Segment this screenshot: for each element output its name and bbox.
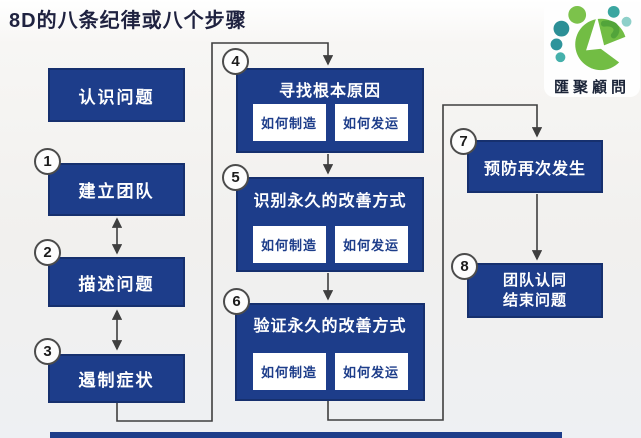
connector-step3-step4 xyxy=(116,42,334,422)
connector-step6-step7 xyxy=(327,104,543,421)
step-label: 描述问题 xyxy=(78,274,155,294)
step-3-box-contain-symptoms: 遏制症状 xyxy=(48,354,185,403)
step-8-box-congratulate-team: 团队认同 结束问题 xyxy=(467,263,603,318)
badge-number: 5 xyxy=(231,169,240,186)
step-5-box-identify-permanent-fix: 识别永久的改善方式 如何制造 如何发运 xyxy=(236,177,424,272)
step-label: 建立团队 xyxy=(78,182,155,201)
sub-box-how-shipped: 如何发运 xyxy=(334,104,408,141)
step-5-badge: 5 xyxy=(222,164,249,191)
logo-mark-icon xyxy=(550,5,634,71)
step-7-box-prevent-recurrence: 预防再次发生 xyxy=(467,140,603,193)
sub-box-row: 如何制造 如何发运 xyxy=(252,226,408,263)
step-2-box-describe-problem: 描述问题 xyxy=(48,257,185,307)
sub-box-how-manufactured: 如何制造 xyxy=(252,353,326,390)
step-label: 认识问题 xyxy=(78,87,155,107)
badge-number: 8 xyxy=(460,258,469,275)
step-6-badge: 6 xyxy=(223,288,250,315)
step-1-badge: 1 xyxy=(34,148,61,175)
step-1-box-build-team: 建立团队 xyxy=(48,163,185,216)
page-title: 8D的八条纪律或八个步骤 xyxy=(9,10,247,32)
badge-number: 3 xyxy=(43,343,52,360)
sub-box-row: 如何制造 如何发运 xyxy=(252,353,408,390)
step-label: 预防再次发生 xyxy=(483,160,586,178)
bottom-blue-bar xyxy=(50,432,562,438)
step-4-box-find-root-cause: 寻找根本原因 如何制造 如何发运 xyxy=(236,68,424,153)
step-label: 遏制症状 xyxy=(78,371,155,390)
badge-number: 1 xyxy=(43,153,52,170)
badge-number: 6 xyxy=(232,293,241,310)
step-2-badge: 2 xyxy=(34,239,61,266)
step-label: 验证永久的改善方式 xyxy=(253,318,407,335)
step-label-line1: 团队认同 xyxy=(502,272,567,289)
step-box-recognize-problem: 认识问题 xyxy=(48,68,185,122)
step-label-line2: 结束问题 xyxy=(502,291,567,309)
step-7-badge: 7 xyxy=(450,128,477,155)
step-label: 识别永久的改善方式 xyxy=(253,193,407,210)
step-label: 团队认同 结束问题 xyxy=(503,271,567,310)
step-3-badge: 3 xyxy=(34,338,61,365)
step-label: 寻找根本原因 xyxy=(278,83,381,100)
badge-number: 4 xyxy=(231,53,240,70)
step-6-box-verify-permanent-fix: 验证永久的改善方式 如何制造 如何发运 xyxy=(235,303,425,401)
badge-number: 2 xyxy=(43,244,52,261)
badge-number: 7 xyxy=(459,133,468,150)
sub-box-how-shipped: 如何发运 xyxy=(334,226,408,263)
sub-box-row: 如何制造 如何发运 xyxy=(252,104,408,141)
company-logo: 匯聚顧問 xyxy=(544,2,640,97)
sub-box-how-shipped: 如何发运 xyxy=(334,353,408,390)
logo-company-name: 匯聚顧問 xyxy=(553,80,630,96)
step-8-badge: 8 xyxy=(451,253,478,280)
step-4-badge: 4 xyxy=(222,48,249,75)
sub-box-how-manufactured: 如何制造 xyxy=(252,226,326,263)
sub-box-how-manufactured: 如何制造 xyxy=(252,104,326,141)
